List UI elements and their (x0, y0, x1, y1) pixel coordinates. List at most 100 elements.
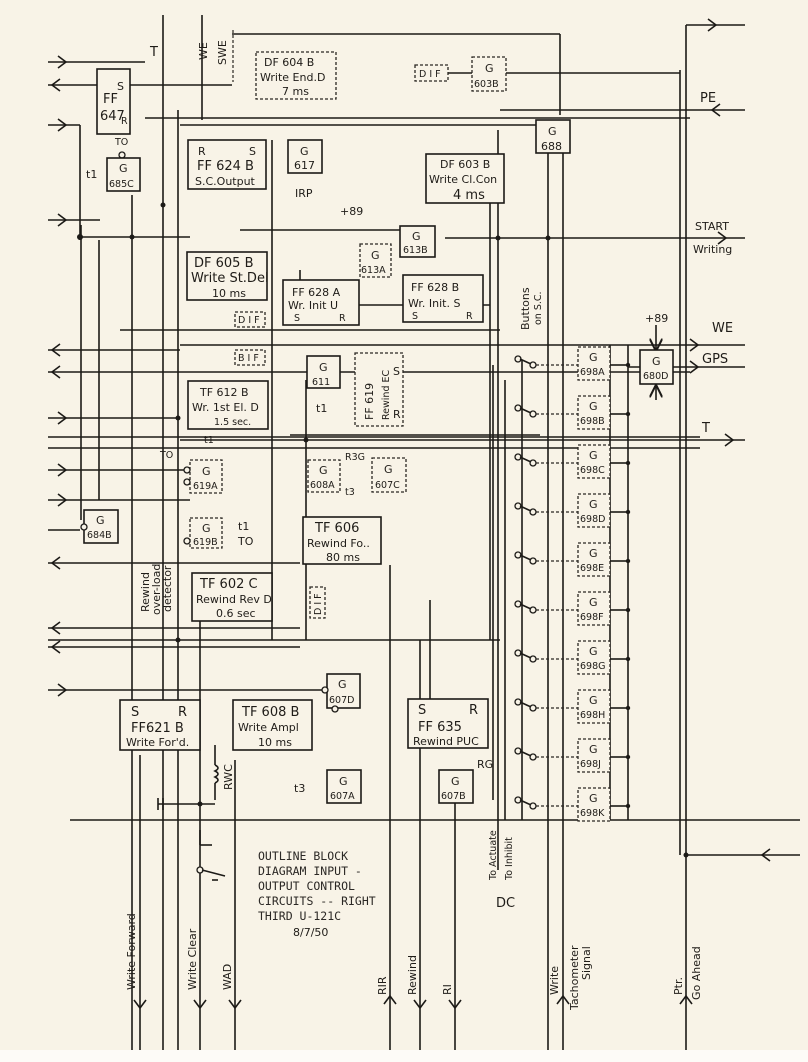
switch-contact-icon (529, 802, 537, 810)
switch-lever (519, 603, 532, 610)
junction-dot (625, 558, 631, 564)
gate-box (577, 591, 611, 626)
gate-box (577, 346, 611, 381)
ff-619-s: S (393, 365, 400, 378)
gate-label: G (589, 596, 598, 609)
gate-box (577, 689, 611, 724)
ff-628b-label: FF 628 B (411, 281, 459, 294)
gate-label: G (589, 645, 598, 658)
ff-647-s: S (117, 80, 124, 93)
ff-621b-s: S (131, 705, 139, 720)
gate-698-c: G 698C (514, 444, 631, 479)
dc-to-inhibit: To Inhibit (504, 837, 515, 881)
tf-608b-name: Write Ampl (238, 721, 299, 734)
g-688-number: 688 (541, 140, 562, 153)
ff-628a-r: R (339, 313, 346, 324)
ff-621b-label: FF621 B (131, 721, 184, 736)
switch-lever (519, 554, 532, 561)
df-603b-label: DF 603 B (440, 158, 490, 171)
g-607b-rg: RG (477, 758, 493, 771)
tf-612b-block: TF 612 B Wr. 1st El. D 1.5 sec. (187, 380, 269, 430)
ff-628a-s: S (294, 313, 300, 324)
ff-628b-s: S (412, 311, 418, 322)
g-619b-block: G 619B t1 TO (183, 517, 254, 549)
gate-box (577, 542, 611, 577)
bottom-signal-rewind: Rewind (406, 955, 419, 995)
g-619b-t1: t1 (238, 520, 249, 533)
junction-dots (77, 202, 689, 858)
switch-lever (519, 505, 532, 512)
gate-box (577, 738, 611, 773)
tf-602c-label: TF 602 C (199, 577, 258, 592)
arrowheads (50, 18, 771, 1010)
title-block: OUTLINE BLOCK DIAGRAM INPUT - OUTPUT CON… (258, 849, 376, 939)
bottom-signal-wad: WAD (221, 964, 234, 990)
gate-label: G (589, 400, 598, 413)
tf-612b-label: TF 612 B (199, 386, 249, 399)
g-611-t1: t1 (316, 402, 327, 415)
g-603b-number: 603B (474, 79, 499, 90)
tf-612b-name: Wr. 1st El. D (192, 401, 259, 414)
switch-lever (519, 407, 532, 414)
right-signal-pe: PE (700, 91, 716, 106)
gate-label: G (589, 694, 598, 707)
switch-contact-icon (529, 459, 537, 467)
g-607a-block: G 607A t3 (294, 769, 362, 804)
g-619a-t1: t1 (204, 435, 214, 446)
junction-dot (625, 362, 631, 368)
df-604b-name: Write End.D (260, 71, 325, 84)
g-685c-block: TO G 685C t1 (86, 137, 141, 192)
dif-mid-label: D I F (238, 315, 260, 326)
top-signal-swe: SWE (216, 40, 229, 65)
g-613a-number: 613A (361, 265, 386, 276)
g-611-block: G 611 t1 (306, 355, 341, 415)
g-684b-block: G 684B (80, 509, 119, 544)
df-604b-label: DF 604 B (264, 56, 314, 69)
dif-top-block: D I F (414, 64, 449, 82)
junction-dot (625, 754, 631, 760)
tf-606-name: Rewind Fo.. (307, 537, 370, 550)
gate-number: 698C (580, 465, 605, 476)
rwc-coil: RWC (157, 745, 235, 810)
gate-label: G (589, 792, 598, 805)
g-613a-block: G 613A (359, 243, 392, 278)
title-line-1: OUTLINE BLOCK (258, 849, 348, 863)
junction-dot (625, 607, 631, 613)
ff-628b-block: FF 628 B Wr. Init. S S R (402, 274, 484, 323)
g-619a-block: TO t1 G 619A (159, 435, 223, 494)
title-date: 8/7/50 (293, 926, 328, 939)
ff-628b-r: R (466, 311, 473, 322)
gate-label: G (589, 449, 598, 462)
g-607c-label: G (384, 463, 393, 476)
top-signal-we: WE (197, 42, 210, 60)
dif-mid-block: D I F (234, 311, 266, 328)
g-617-block: G 617 IRP (287, 139, 323, 200)
g-607d-block: t3 G 607D (321, 673, 361, 713)
title-line-2: DIAGRAM INPUT - (258, 864, 362, 878)
df-604b-time: 7 ms (282, 85, 309, 98)
g-680d-number: 680D (643, 371, 668, 382)
bif-mid-block: B I F (234, 349, 266, 366)
dc-label: To Actuate To Inhibit DC (488, 830, 515, 911)
g-617-number: 617 (294, 159, 315, 172)
ff-624b-r: R (198, 145, 206, 158)
df-605b-time: 10 ms (212, 287, 246, 300)
bottom-signal-ri: RI (441, 984, 454, 995)
ff-635-name: Rewind PUC (413, 735, 479, 748)
dif-top-label: D I F (419, 69, 441, 80)
right-signal-start: START (695, 220, 729, 233)
dif-low-block: D I F (309, 586, 326, 619)
ff-635-block: S R FF 635 Rewind PUC (407, 698, 489, 749)
ff-628a-block: FF 628 A Wr. Init U S R (282, 279, 360, 326)
switch-lever (519, 456, 532, 463)
g-611-number: 611 (312, 377, 330, 388)
g-680d-label: G (652, 355, 661, 368)
ff-647-r: R (121, 116, 128, 127)
g-607c-block: G 607C (371, 457, 407, 493)
ff-628a-name: Wr. Init U (288, 299, 338, 312)
ff-635-s: S (418, 703, 426, 718)
rewind-overload-line1: Rewind (139, 572, 152, 612)
ff-647-label: FF (103, 92, 118, 107)
